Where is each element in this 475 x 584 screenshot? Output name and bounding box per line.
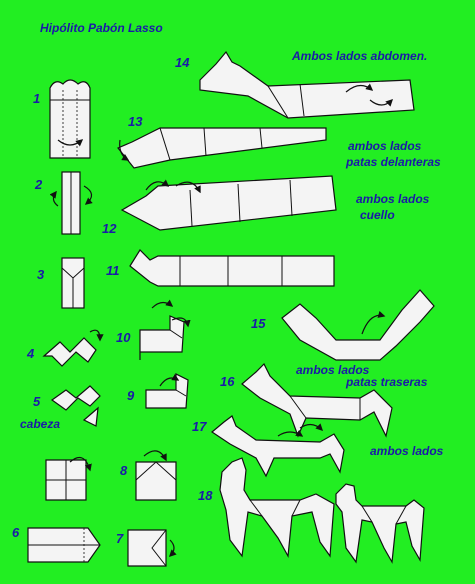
step-13-drawing xyxy=(117,127,327,169)
step-number-3: 3 xyxy=(37,267,45,282)
note-front-legs-line1: ambos lados xyxy=(348,139,422,153)
step-number-4: 4 xyxy=(27,346,35,361)
step-7-drawing xyxy=(127,529,177,567)
step-3-drawing xyxy=(61,257,85,309)
step-number-11: 11 xyxy=(106,263,120,278)
step-number-5: 5 xyxy=(33,394,41,409)
step-8-drawing xyxy=(135,450,177,501)
step-number-9: 9 xyxy=(127,388,135,403)
note-hind-legs-line1: ambos lados xyxy=(296,363,370,377)
step-number-15: 15 xyxy=(251,316,266,331)
step-number-1: 1 xyxy=(33,91,41,106)
step-6-drawing xyxy=(27,527,101,563)
author-title: Hipólito Pabón Lasso xyxy=(40,21,163,35)
note-neck-line2: cuello xyxy=(360,208,395,222)
step-number-14: 14 xyxy=(175,55,190,70)
step-number-13: 13 xyxy=(128,114,143,129)
step-4-drawing xyxy=(42,329,104,367)
note-head: cabeza xyxy=(20,417,61,431)
step-10-drawing xyxy=(139,299,191,360)
note-abdomen: Ambos lados abdomen. xyxy=(292,49,428,63)
step-number-18: 18 xyxy=(198,488,213,503)
step-number-16: 16 xyxy=(220,374,235,389)
step-15-drawing xyxy=(281,289,435,361)
step-5-drawing xyxy=(50,385,101,427)
step-2-drawing xyxy=(49,171,93,235)
step-number-6: 6 xyxy=(12,525,20,540)
step-number-2: 2 xyxy=(35,177,43,192)
step-number-17: 17 xyxy=(192,419,207,434)
step-12-drawing xyxy=(120,175,337,231)
step-1-drawing xyxy=(49,79,91,159)
step-head-drawing xyxy=(45,456,92,501)
note-neck-line1: ambos lados xyxy=(356,192,430,206)
step-16-drawing xyxy=(241,362,393,438)
note-hind-legs-line2: patas traseras xyxy=(346,375,428,389)
step-9-drawing xyxy=(145,373,189,409)
step-18-final-drawing xyxy=(335,483,425,564)
step-number-10: 10 xyxy=(116,330,131,345)
step-number-12: 12 xyxy=(102,221,117,236)
step-number-8: 8 xyxy=(120,463,128,478)
step-18-drawing xyxy=(219,457,335,558)
step-11-drawing xyxy=(129,249,335,287)
note-front-legs-line2: patas delanteras xyxy=(346,155,441,169)
step-17-drawing xyxy=(210,415,345,478)
note-both-sides: ambos lados xyxy=(370,444,444,458)
step-number-7: 7 xyxy=(116,531,124,546)
step-14-drawing xyxy=(199,50,415,119)
